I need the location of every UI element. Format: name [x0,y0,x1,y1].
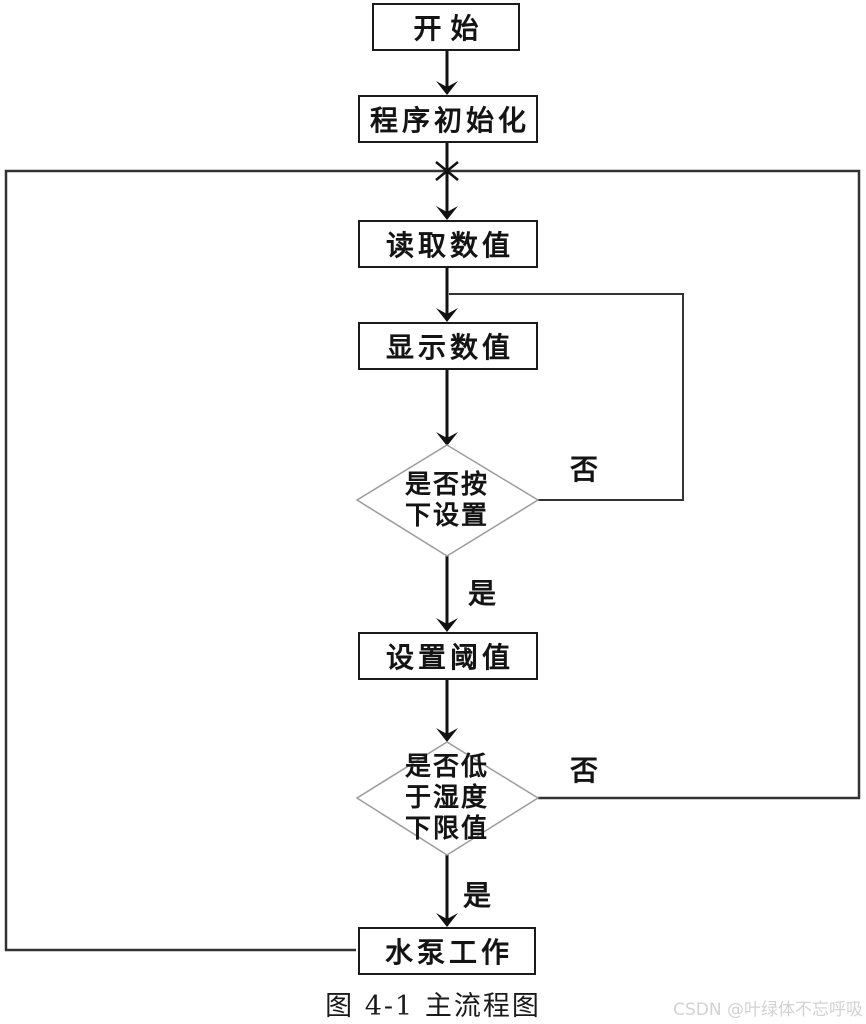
arrowheads [436,81,458,927]
decision2-no-label: 否 [570,754,599,787]
node-threshold: 设置阈值 [358,632,538,680]
feedback-loop-outer-line [4,169,861,952]
node-read: 读取数值 [358,220,538,268]
decision1-label: 是否按 下设置 [404,470,489,531]
decision1-no-label: 否 [570,453,599,486]
node-pump: 水泵工作 [358,927,536,975]
arrowhead-pump [436,913,458,927]
node-start: 开始 [372,3,520,51]
feedback-loop-inner-line [449,293,684,501]
decision1-yes-label: 是 [468,577,497,610]
arrowhead-init [436,81,458,95]
node-display: 显示数值 [358,322,538,370]
decision1-diamond [355,444,540,557]
decision2-yes-label: 是 [463,879,492,912]
arrowhead-decision1 [436,432,458,446]
arrowhead-decision2 [436,728,458,742]
csdn-watermark: CSDN @叶绿体不忘呼吸 [673,1000,863,1020]
decision2-diamond [355,741,540,856]
decision2-label: 是否低 于湿度 下限值 [404,752,489,844]
node-init: 程序初始化 [358,95,538,143]
arrowhead-display [436,308,458,322]
junction-cross-mark [435,161,459,181]
figure-caption: 图 4-1 主流程图 [325,991,541,1022]
arrowhead-read [436,206,458,220]
arrowhead-threshold [436,618,458,632]
